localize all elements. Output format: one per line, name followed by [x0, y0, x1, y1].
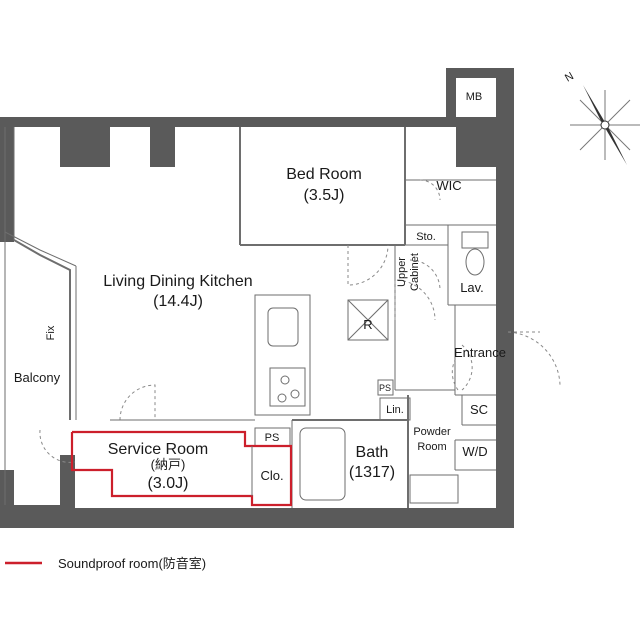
ps-label: PS — [265, 432, 280, 444]
soundproof-outline — [70, 430, 293, 507]
upper-cabinet-label-1: Upper — [396, 257, 408, 287]
fridge-label: R — [363, 317, 372, 332]
closet-label: Clo. — [260, 468, 283, 483]
service-room-jp: (納戸) — [151, 457, 186, 472]
ldk-size: (14.4J) — [153, 293, 203, 310]
bath-size: (1317) — [349, 464, 395, 481]
ps-label-small: PS — [379, 383, 391, 393]
fix-label: Fix — [45, 325, 57, 340]
interior-walls — [4, 127, 561, 508]
legend-label: Soundproof room(防音室) — [58, 556, 206, 571]
compass-icon — [570, 85, 640, 165]
upper-cabinet-label-2: Cabinet — [409, 253, 421, 291]
powder-room-label-1: Powder — [413, 426, 451, 438]
mb-label: MB — [466, 91, 483, 103]
bedroom-label: Bed Room — [286, 166, 362, 183]
bedroom-size: (3.5J) — [304, 187, 345, 204]
exterior-walls — [0, 68, 514, 528]
lav-label: Lav. — [460, 280, 484, 295]
service-room-label: Service Room — [108, 441, 208, 458]
washer-dryer-label: W/D — [462, 444, 487, 459]
compass-north-label: N — [563, 70, 576, 84]
entrance-label: Entrance — [454, 345, 506, 360]
bath-label: Bath — [356, 444, 389, 461]
sc-label: SC — [470, 402, 488, 417]
powder-room-label-2: Room — [417, 441, 446, 453]
wic-label: WIC — [436, 178, 461, 193]
linen-label: Lin. — [386, 404, 404, 416]
ldk-label: Living Dining Kitchen — [103, 273, 252, 290]
service-room-size: (3.0J) — [148, 475, 189, 492]
storage-label: Sto. — [416, 231, 436, 243]
balcony-label: Balcony — [14, 370, 61, 385]
